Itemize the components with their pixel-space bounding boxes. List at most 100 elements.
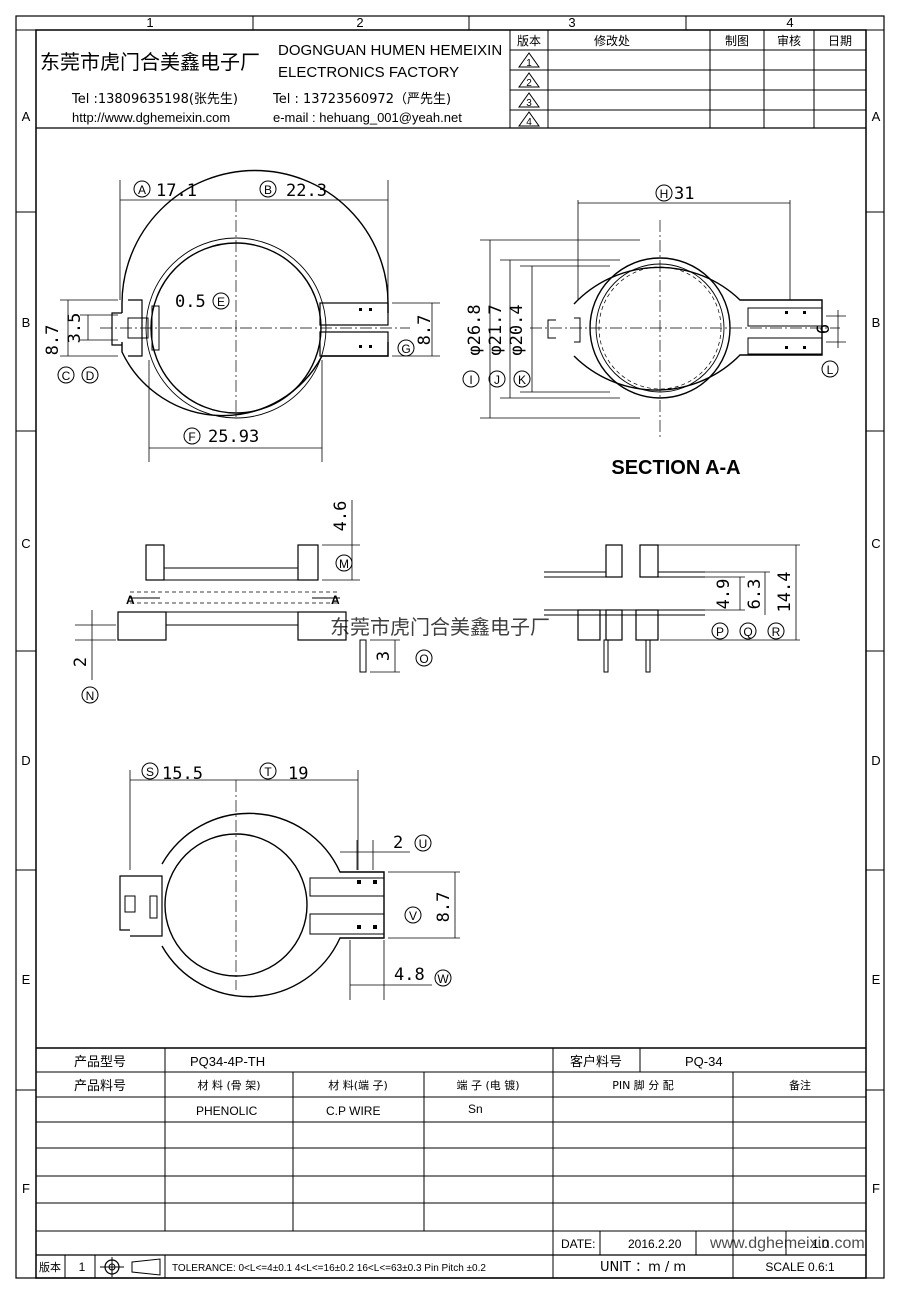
svg-text:W: W [437, 972, 449, 986]
material-bobbin-value: PHENOLIC [196, 1104, 258, 1118]
scale-text: SCALE 0.6:1 [765, 1260, 835, 1274]
grid-row-c-left: C [21, 536, 30, 551]
top-view [60, 169, 440, 462]
grid-row-e-right: E [872, 972, 881, 987]
dim-r-value: 14.4 [775, 572, 795, 613]
svg-text:Q: Q [743, 625, 752, 639]
bottom-view [119, 770, 460, 1000]
revision-header-check: 审核 [777, 33, 801, 48]
company-header: 东莞市虎门合美鑫电子厂 DOGNGUAN HUMEN HEMEIXIN ELEC… [36, 42, 866, 129]
svg-text:G: G [401, 342, 410, 356]
company-name-cn: 东莞市虎门合美鑫电子厂 [40, 50, 260, 74]
section-marker-right: A [331, 593, 340, 607]
svg-text:H: H [660, 187, 669, 201]
dim-l-value: 6 [814, 324, 834, 334]
dim-h-value: 31 [674, 184, 694, 204]
dim-g-value: 8.7 [415, 315, 435, 346]
pin-assign-label: PIN 脚 分 配 [612, 1078, 674, 1092]
grid-col-1: 1 [146, 15, 153, 30]
company-website: http://www.dghemeixin.com [72, 110, 230, 125]
grid-row-a-right: A [872, 109, 881, 124]
svg-text:M: M [339, 557, 349, 571]
tolerance-text: TOLERANCE: 0<L<=4±0.1 4<L<=16±0.2 16<L<=… [172, 1263, 486, 1274]
product-part-label: 产品料号 [74, 1079, 126, 1094]
dim-q-value: 6.3 [745, 579, 765, 610]
remark-label: 备注 [789, 1078, 811, 1092]
version-value: 1 [79, 1260, 86, 1274]
page-fragment: 1.0 [812, 1237, 829, 1251]
svg-text:B: B [264, 183, 272, 197]
customer-part-value: PQ-34 [685, 1054, 723, 1069]
material-pin-label: 材 料(端 子) [328, 1078, 388, 1092]
grid-row-f-left: F [22, 1181, 30, 1196]
svg-text:I: I [469, 373, 472, 387]
svg-text:O: O [419, 652, 428, 666]
dim-c-value: 8.7 [43, 325, 63, 356]
svg-text:N: N [86, 689, 95, 703]
grid-row-e-left: E [22, 972, 31, 987]
version-label: 版本 [39, 1260, 61, 1274]
dim-m-value: 4.6 [331, 501, 351, 532]
revision-header-version: 版本 [517, 34, 541, 48]
revision-header-drawn: 制图 [725, 34, 749, 48]
revision-row-1: 1 [526, 58, 532, 69]
grid-column-labels: 1 2 3 4 [146, 15, 793, 30]
product-model-label: 产品型号 [74, 1055, 126, 1070]
section-view-callouts: H 31 φ26.8 φ21.7 φ20.4 I J K 6 L SECTION… [462, 184, 839, 479]
date-label: DATE: [561, 1237, 595, 1251]
svg-text:C: C [62, 369, 71, 383]
grid-row-labels: A B C D E F A B C D E F [21, 109, 880, 1196]
dim-p-value: 4.9 [714, 579, 734, 610]
sheet-frame [15, 15, 885, 1279]
dim-w-value: 4.8 [394, 965, 425, 985]
section-title: SECTION A-A [611, 457, 740, 479]
customer-part-label: 客户料号 [570, 1054, 622, 1070]
front-view-callouts: 4.6 M 2 N 3 O [71, 501, 433, 704]
grid-col-2: 2 [356, 15, 363, 30]
revision-row-3: 3 [526, 98, 532, 109]
dim-k-value: φ20.4 [507, 304, 527, 355]
svg-text:J: J [494, 373, 500, 387]
svg-text:L: L [827, 363, 834, 377]
company-name-en-1: DOGNGUAN HUMEN HEMEIXIN [278, 42, 502, 59]
dim-a-value: 17.1 [156, 181, 197, 201]
revision-row-4: 4 [526, 117, 532, 128]
dim-j-value: φ21.7 [486, 304, 506, 355]
dim-f-value: 25.93 [208, 427, 259, 447]
svg-text:U: U [419, 837, 428, 851]
svg-text:K: K [518, 373, 526, 387]
grid-row-c-right: C [871, 536, 880, 551]
material-bobbin-label: 材 料 (骨 架) [197, 1078, 260, 1092]
grid-row-a-left: A [22, 109, 31, 124]
projection-symbol-icon [100, 1257, 161, 1277]
company-name-en-2: ELECTRONICS FACTORY [278, 64, 459, 81]
material-pin-value: C.P WIRE [326, 1104, 380, 1118]
company-email: e-mail : hehuang_001@yeah.net [273, 110, 462, 125]
product-model-value: PQ34-4P-TH [190, 1054, 265, 1069]
svg-text:R: R [772, 625, 781, 639]
plating-label: 端 子 (电 镀) [456, 1078, 519, 1092]
dim-n-value: 2 [71, 657, 91, 667]
grid-row-b-right: B [872, 315, 881, 330]
unit-text: UNIT ：m / m [600, 1260, 686, 1275]
grid-row-d-right: D [871, 753, 880, 768]
revision-table: 版本 修改处 制图 审核 日期 1 2 3 4 [509, 29, 867, 129]
section-flange-outline [573, 266, 823, 391]
dim-b-value: 22.3 [286, 181, 327, 201]
bottom-view-flange-outline [161, 812, 385, 998]
svg-text:D: D [86, 369, 95, 383]
grid-col-3: 3 [568, 15, 575, 30]
grid-row-b-left: B [22, 315, 31, 330]
svg-text:F: F [188, 430, 195, 444]
svg-text:P: P [716, 625, 724, 639]
revision-header-date: 日期 [828, 34, 852, 48]
company-tel-2: Tel : 13723560972（严先生) [272, 92, 451, 107]
revision-triangles: 1 2 3 4 [518, 52, 540, 128]
dim-t-value: 19 [288, 764, 308, 784]
top-view-callouts: A 17.1 B 22.3 8.7 3.5 C D 0.5 E F 25.93 … [43, 180, 435, 447]
section-view [480, 200, 846, 440]
dim-e-value: 0.5 [175, 292, 206, 312]
svg-text:T: T [264, 765, 272, 779]
dim-u-value: 2 [393, 833, 403, 853]
